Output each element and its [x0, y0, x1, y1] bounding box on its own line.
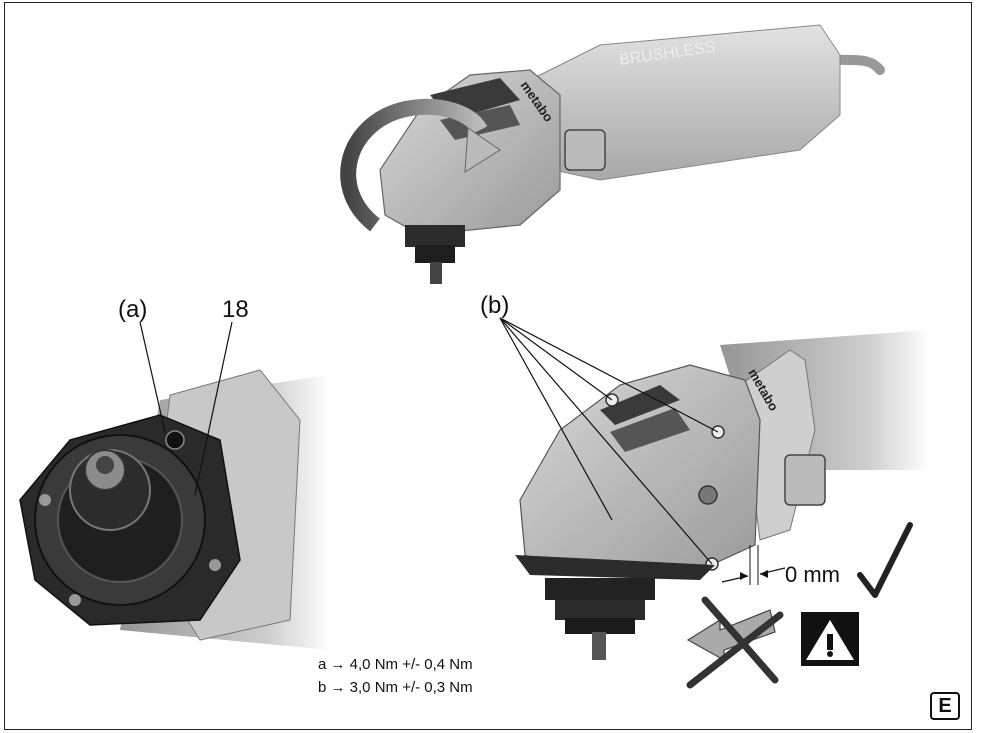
callout-b: (b): [480, 292, 510, 319]
warning-triangle-icon: [801, 612, 859, 666]
section-badge: E: [930, 692, 960, 720]
callout-a: (a): [118, 296, 148, 323]
rotate-arrow-icon: [340, 98, 501, 232]
torque-spec-b: b → 3,0 Nm +/- 0,3 Nm: [318, 679, 473, 696]
right-detail-illustration: metabo: [499, 317, 930, 660]
top-grinder-illustration: BRUSHLESS metabo: [379, 24, 885, 284]
cross-mark-icon: [686, 596, 784, 689]
callout-18: 18: [222, 296, 249, 323]
gap-label: 0 mm: [785, 562, 840, 587]
check-mark-icon: [857, 522, 913, 598]
left-detail-illustration: [19, 321, 330, 650]
torque-spec-a: a → 4,0 Nm +/- 0,4 Nm: [318, 656, 473, 673]
